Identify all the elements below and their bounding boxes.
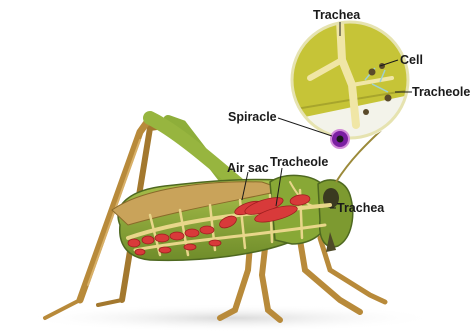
label-air-sac: Air sac (227, 161, 269, 175)
magnified-inset (290, 20, 410, 148)
label-cell: Cell (400, 53, 423, 67)
label-tracheole-right: Tracheole (412, 85, 470, 99)
label-trachea-top: Trachea (313, 8, 361, 22)
label-tracheole-body: Tracheole (270, 155, 328, 169)
label-spiracle: Spiracle (228, 110, 277, 124)
ground-shadow (20, 304, 440, 332)
label-trachea-body: Trachea (337, 201, 385, 215)
